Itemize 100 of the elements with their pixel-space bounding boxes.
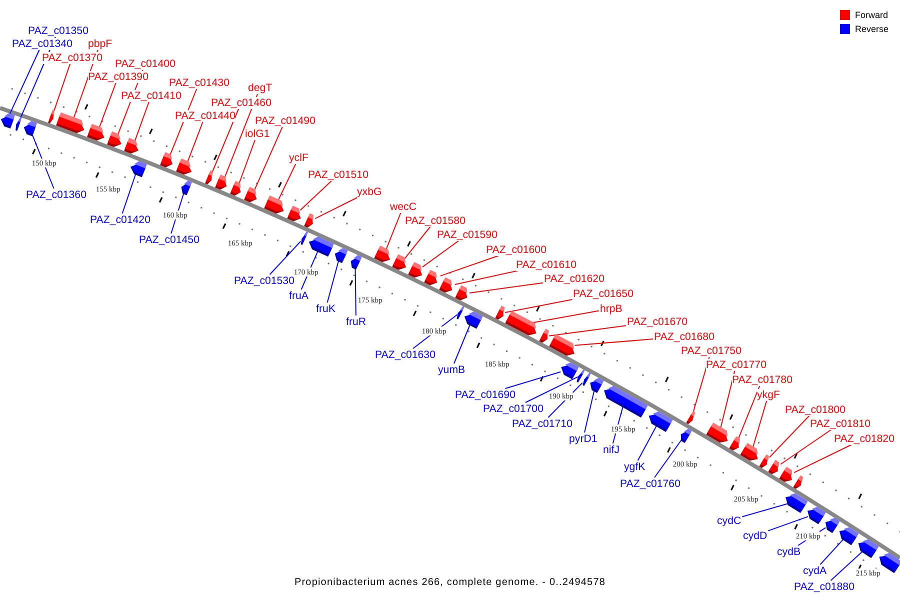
gene-label: PAZ_c01450 (139, 234, 200, 246)
gene-label: PAZ_c01880 (794, 580, 854, 592)
gene-block (300, 232, 308, 245)
gene-label: PAZ_c01770 (706, 358, 766, 370)
gene-block (48, 110, 55, 124)
leader-line (122, 173, 136, 214)
gene-label: cydC (717, 514, 742, 526)
gene-block (176, 158, 192, 175)
leader-line (794, 444, 852, 474)
gene-block (308, 236, 334, 257)
gene-block (16, 117, 22, 131)
leader-line (269, 240, 302, 275)
gene-label: cydD (743, 530, 768, 542)
gene-block (408, 262, 422, 278)
leader-line (548, 325, 626, 336)
gene-label: fruK (316, 302, 336, 314)
legend-label: Forward (855, 10, 888, 20)
gene-label: PAZ_c01680 (654, 330, 714, 342)
gene-block (304, 213, 314, 228)
gene-block (87, 124, 104, 141)
gene-label: PAZ_c01510 (308, 168, 368, 180)
gene-block (825, 518, 840, 534)
leader-line (720, 370, 736, 429)
gene-label: PAZ_c01800 (785, 404, 846, 416)
gene-block (549, 334, 574, 356)
gene-label: PAZ_c01420 (90, 214, 150, 226)
leader-line (187, 121, 204, 163)
gene-block (374, 246, 390, 262)
leader-line (532, 310, 600, 324)
leader-line (278, 163, 296, 201)
gene-label: PAZ_c01340 (12, 38, 72, 50)
gene-block (793, 475, 804, 489)
gene-block (181, 180, 192, 196)
gene-block (858, 539, 879, 558)
leader-line (692, 356, 710, 413)
leader-line (440, 255, 500, 276)
leader-line (53, 63, 71, 112)
gene-block (455, 285, 468, 300)
gene-block (130, 161, 147, 178)
gene-block (759, 454, 770, 468)
gene-block (879, 553, 900, 574)
leader-line (574, 338, 654, 346)
leader-line (212, 108, 240, 173)
caption: Propionibacterium acnes 266, complete genome. - 0..2494578 (294, 577, 606, 588)
gene-block (686, 410, 696, 424)
gene-label: pbpF (88, 38, 112, 50)
leader-line (525, 376, 578, 403)
gene-label: PAZ_c01820 (834, 432, 894, 444)
leader-line (504, 371, 562, 389)
leader-line (752, 400, 768, 448)
leader-line (386, 212, 402, 250)
gene-block (205, 170, 213, 184)
gene-label: PAZ_c01650 (573, 288, 634, 300)
leader-line (254, 126, 284, 191)
leader-line (354, 268, 356, 316)
gene-block (604, 386, 648, 418)
gene-block (539, 328, 549, 343)
gene-label: PAZ_c01590 (437, 228, 498, 240)
gene-block (264, 196, 284, 214)
gene-label: PAZ_c01360 (26, 188, 86, 200)
gene-block (495, 306, 505, 320)
gene-block (706, 422, 728, 443)
gene-block (680, 428, 692, 443)
gene-label: PAZ_c01490 (255, 114, 316, 126)
leader-line (326, 260, 340, 303)
gene-block (505, 310, 536, 336)
gene-block (786, 493, 808, 513)
gene-block (464, 312, 483, 329)
gene-block (350, 255, 362, 270)
leader-line (738, 385, 760, 440)
leader-line (134, 101, 150, 142)
gene-label: yclF (289, 152, 308, 164)
gene-block (107, 131, 122, 148)
gene-label: PAZ_c01440 (175, 110, 236, 122)
gene-label: yumB (438, 364, 466, 376)
gene-label: iolG1 (245, 128, 270, 140)
gene-block (56, 112, 84, 134)
legend-label: Reverse (855, 24, 889, 34)
gene-label: PAZ_c01710 (512, 418, 572, 430)
leader-line (300, 180, 332, 211)
gene-label: PAZ_c01750 (681, 344, 742, 356)
leader-line (830, 550, 864, 581)
gene-block (729, 436, 740, 451)
gene-block (648, 412, 673, 432)
leader-line (768, 415, 810, 458)
gene-block (439, 277, 452, 293)
gene-label: pyrD1 (569, 432, 598, 444)
gene-label: yxbG (357, 186, 382, 198)
gene-label: PAZ_c01780 (732, 374, 792, 386)
leader-line (468, 282, 544, 294)
leader-line (742, 503, 788, 518)
gene-label: PAZ_c01630 (375, 348, 436, 360)
gene-block (740, 442, 758, 461)
gene-label: PAZ_c01370 (42, 52, 102, 64)
leader-line (584, 390, 595, 433)
gene-label: PAZ_c01580 (405, 214, 466, 226)
leader-line (98, 82, 116, 128)
leader-line (504, 299, 573, 314)
gene-label: PAZ_c01530 (234, 274, 294, 286)
leader-line (32, 134, 54, 189)
